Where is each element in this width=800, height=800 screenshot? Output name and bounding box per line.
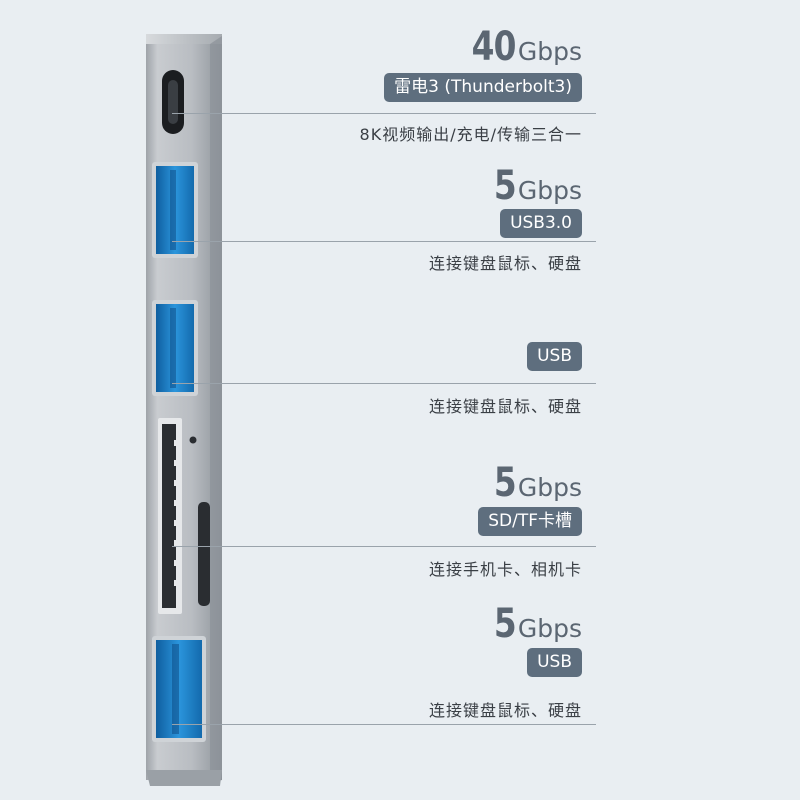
port-badge: 雷电3 (Thunderbolt3) (384, 73, 582, 102)
leader-line (172, 724, 596, 725)
leader-line (172, 241, 596, 242)
speed-unit: Gbps (517, 37, 582, 66)
leader-line (172, 383, 596, 384)
speed-label: 5 Gbps (489, 460, 582, 506)
port-badge: USB (527, 342, 582, 371)
usb-a-port-icon (152, 300, 198, 396)
sd-card-slot-icon (158, 418, 197, 614)
tf-card-slot-icon (198, 502, 210, 606)
port-badge: SD/TF卡槽 (478, 507, 582, 536)
port-description: 连接手机卡、相机卡 (428, 560, 582, 579)
speed-number: 40 (471, 24, 517, 70)
speed-number: 5 (493, 601, 517, 647)
speed-label: 5 Gbps (489, 163, 582, 209)
port-badge: USB (527, 648, 582, 677)
port-description: 连接键盘鼠标、硬盘 (428, 397, 582, 416)
speed-label: 40 Gbps (462, 24, 582, 70)
speed-label: 5 Gbps (489, 601, 582, 647)
speed-unit: Gbps (517, 176, 582, 205)
usb-a-port-icon (152, 162, 198, 258)
speed-number: 5 (493, 163, 517, 209)
leader-line (172, 113, 596, 114)
usb-c-port-icon (162, 70, 184, 134)
port-badge: USB3.0 (500, 209, 582, 238)
speed-unit: Gbps (517, 614, 582, 643)
speed-number: 5 (493, 460, 517, 506)
port-description: 连接键盘鼠标、硬盘 (428, 701, 582, 720)
speed-unit: Gbps (517, 473, 582, 502)
port-description: 8K视频输出/充电/传输三合一 (359, 125, 582, 144)
usb-a-port-icon (152, 636, 206, 742)
leader-line (172, 546, 596, 547)
port-description: 连接键盘鼠标、硬盘 (428, 254, 582, 273)
